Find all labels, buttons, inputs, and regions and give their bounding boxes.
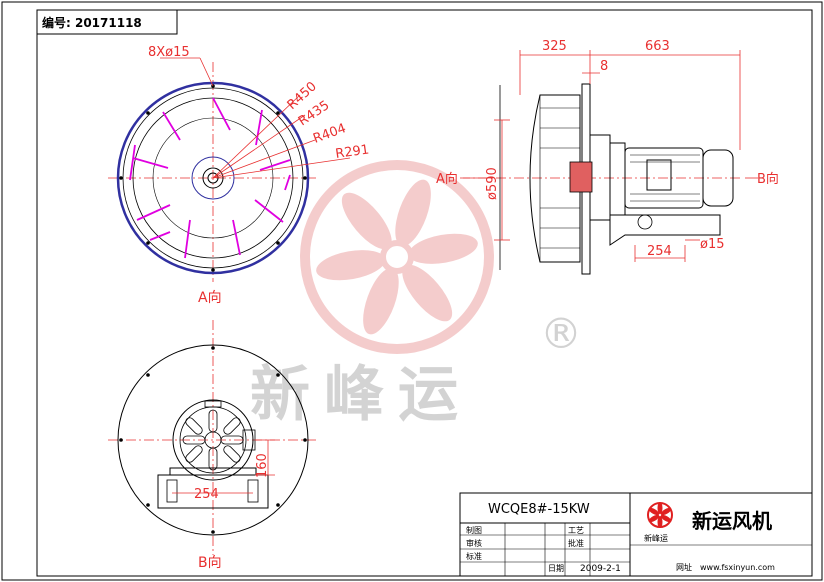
top-view-caption: A向 (198, 290, 222, 306)
watermark-text: 新峰运 (250, 360, 472, 430)
logo-text: 新峰运 (644, 533, 668, 543)
row-date: 2009-2-1 (580, 564, 621, 574)
top-view: 8Xø15 R450 R435 R404 R291 A向 (108, 45, 370, 306)
website: www.fsxinyun.com (700, 563, 775, 572)
b-arrow-label: B向 (757, 171, 779, 187)
row-date-label: 日期 (548, 564, 564, 573)
radius-291: R291 (334, 142, 370, 162)
bottom-view: 160 254 B向 (108, 320, 318, 571)
row-craft: 工艺 (568, 526, 584, 535)
side-view: 325 663 8 ø590 A向 B向 254 ø15 (436, 39, 779, 275)
title-block: WCQE8#-15KW 制图 审核 标准 工艺 批准 日期 2009-2-1 新… (459, 492, 813, 577)
dim-8: 8 (600, 59, 608, 74)
side-hole: ø15 (700, 237, 725, 252)
row-draw: 制图 (466, 525, 482, 535)
serial-label: 编号: 20171118 (41, 15, 142, 30)
bottom-view-caption: B向 (198, 555, 222, 571)
model-number: WCQE8#-15KW (488, 502, 590, 517)
watermark-logo (300, 160, 494, 354)
website-label: 网址 (676, 562, 692, 572)
side-base-dim: 254 (647, 244, 672, 259)
bottom-height: 160 (255, 453, 270, 478)
company-logo (647, 502, 673, 528)
dim-dia590: ø590 (485, 167, 500, 200)
dim-325: 325 (542, 39, 567, 54)
bottom-base-dim: 254 (194, 487, 219, 502)
radius-404: R404 (311, 121, 348, 147)
serial-box (36, 9, 178, 35)
a-arrow-label: A向 (436, 171, 458, 187)
inner-border (36, 9, 813, 577)
row-std: 标准 (466, 551, 482, 561)
watermark-reg: ® (540, 309, 582, 358)
dim-663: 663 (645, 39, 670, 54)
row-approve: 批准 (568, 538, 584, 548)
holes-label: 8Xø15 (148, 45, 190, 60)
company-name: 新运风机 (692, 509, 772, 533)
row-check: 审核 (466, 538, 482, 548)
